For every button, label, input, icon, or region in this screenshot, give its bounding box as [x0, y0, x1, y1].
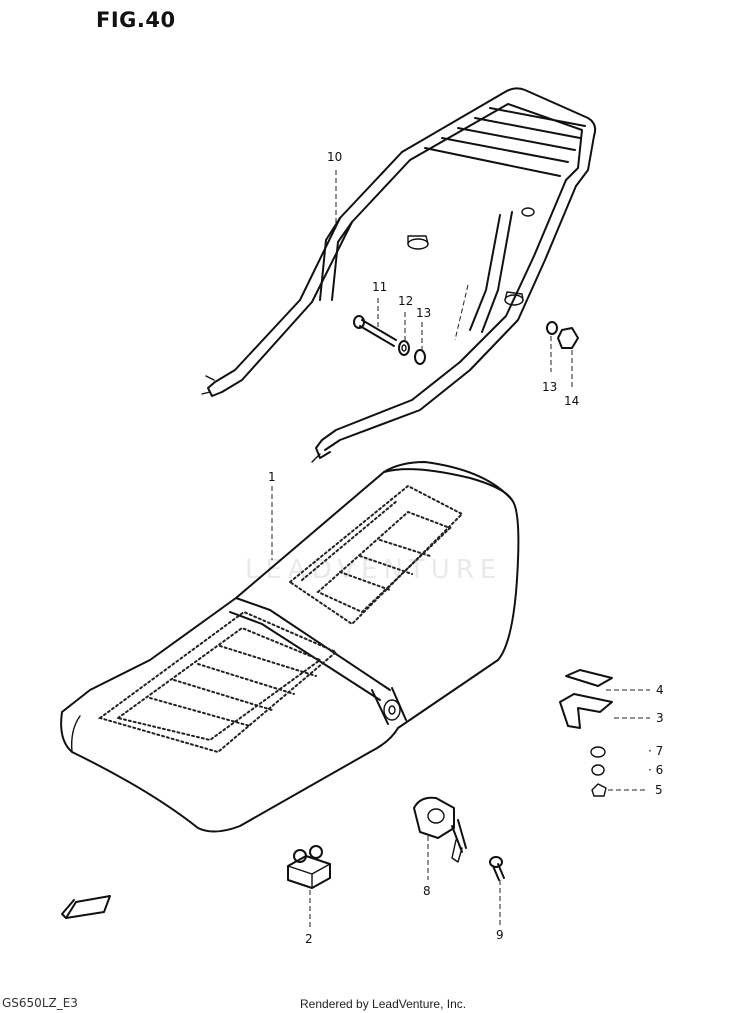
- callout-14: 14: [564, 394, 580, 408]
- callout-9: 9: [496, 928, 504, 942]
- seat-lock: [413, 796, 467, 863]
- callout-11: 11: [372, 280, 388, 294]
- callout-13-right: 13: [542, 380, 558, 394]
- callout-8: 8: [423, 884, 431, 898]
- seat-cushion-bumper: [287, 845, 331, 889]
- leader-lines: [271, 170, 650, 928]
- callout-1: 1: [268, 470, 276, 484]
- callout-2: 2: [305, 932, 313, 946]
- callout-3: 3: [656, 711, 664, 725]
- callout-6: · 6: [648, 763, 664, 777]
- callout-10: 10: [327, 150, 343, 164]
- seat-hinge-parts: [559, 669, 613, 797]
- model-code: GS650LZ_E3: [2, 996, 78, 1010]
- callout-5: 5: [655, 783, 663, 797]
- render-credit: Rendered by LeadVenture, Inc.: [300, 997, 467, 1011]
- callout-12: 12: [398, 294, 414, 308]
- seat-assembly: [60, 461, 520, 833]
- callout-13-top: 13: [416, 306, 432, 320]
- fwd-arrow-icon: FWD: [61, 895, 111, 919]
- bolt-assembly: [353, 315, 579, 365]
- callout-4: 4: [656, 683, 664, 697]
- fwd-label: FWD: [80, 903, 100, 916]
- callout-7: · 7: [648, 744, 664, 758]
- figure-title: FIG.40: [96, 8, 176, 32]
- lock-screw: [489, 856, 505, 881]
- rear-carrier-frame: [201, 87, 597, 463]
